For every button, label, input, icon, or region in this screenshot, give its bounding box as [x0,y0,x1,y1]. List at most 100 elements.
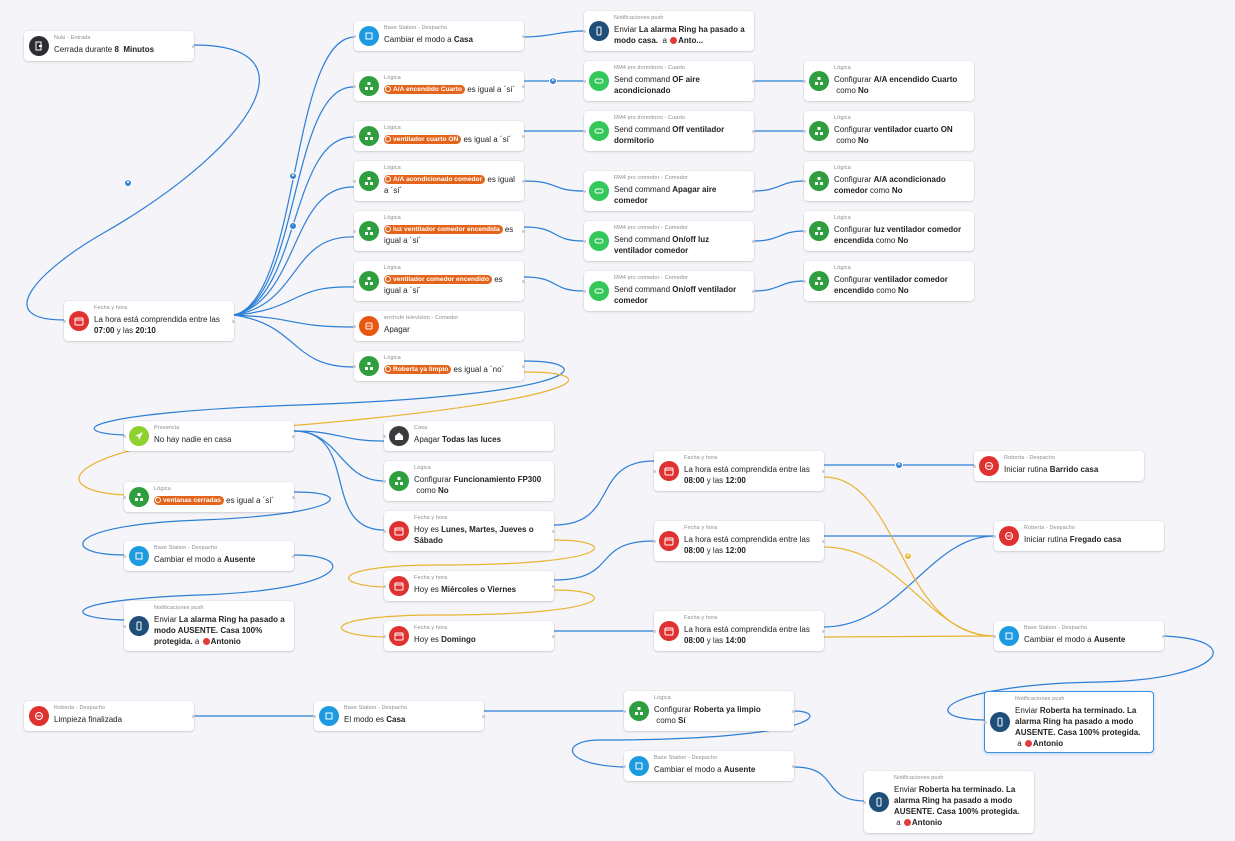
condition-logic-luz-ventilador[interactable]: Lógica luz ventilador comedor encendida … [353,211,525,251]
wire-delete-button[interactable]: × [289,172,297,180]
action-config-roberta[interactable]: Lógica Configurar Roberta ya limpio como… [623,691,795,731]
input-port[interactable] [383,435,386,438]
action-config-luz-ventilador[interactable]: Lógica Configurar luz ventilador comedor… [803,211,974,251]
output-port[interactable] [192,715,195,718]
action-rutina-barrido[interactable]: Roberta - Despacho Iniciar rutina Barrid… [973,451,1144,481]
action-base-station-casa[interactable]: Base Station - Despacho Cambiar el modo … [353,21,525,51]
condition-time-0800-1200-b[interactable]: Fecha y hora La hora está comprendida en… [653,521,825,561]
action-base-station-ausente-2[interactable]: Base Station - Despacho Cambiar el modo … [993,621,1165,651]
output-port[interactable] [522,35,525,38]
input-port[interactable] [803,230,806,233]
input-port[interactable] [993,635,996,638]
condition-logic-ac-comedor[interactable]: Lógica A/A acondicionado comedor es igua… [353,161,525,201]
output-port[interactable] [822,540,825,543]
input-port[interactable] [63,320,66,323]
output-port[interactable] [552,635,555,638]
input-port[interactable] [623,710,626,713]
condition-presencia[interactable]: Presencia No hay nadie en casa [123,421,295,451]
output-port[interactable] [522,85,525,88]
wire-delete-button[interactable]: × [895,461,903,469]
output-port[interactable] [822,470,825,473]
action-rm4-comedor-aire[interactable]: RM4 pro comedor - Comedor Send command A… [583,171,755,211]
action-base-station-ausente-3[interactable]: Base Station - Despacho Cambiar el modo … [623,751,795,781]
condition-time-range[interactable]: Fecha y hora La hora está comprendida en… [63,301,235,341]
condition-logic-ac-cuarto[interactable]: Lógica A/A encendido Cuarto es igual a ´… [353,71,525,101]
output-port[interactable] [522,280,525,283]
output-port[interactable] [292,496,295,499]
condition-dias-mv[interactable]: Fecha y hora Hoy es Miércoles o Viernes [383,571,555,601]
input-port[interactable] [583,30,586,33]
output-port[interactable] [522,230,525,233]
action-rm4-cuarto-vent[interactable]: RM4 pro dormitorio - Cuarto Send command… [583,111,755,151]
input-port[interactable] [653,470,656,473]
input-port[interactable] [803,180,806,183]
action-enchufe-tv[interactable]: enchufe television - Comedor Apagar [353,311,524,341]
output-port[interactable] [752,130,755,133]
input-port[interactable] [383,530,386,533]
action-push-roberta[interactable]: Notificaciones push Enviar Roberta ha te… [863,771,1034,833]
output-port[interactable] [752,190,755,193]
action-rutina-fregado[interactable]: Roberta - Despacho Iniciar rutina Fregad… [993,521,1164,551]
input-port[interactable] [583,290,586,293]
output-port[interactable] [482,715,485,718]
action-push-roberta-selected[interactable]: Notificaciones push Enviar Roberta ha te… [984,691,1154,753]
condition-time-0800-1400[interactable]: Fecha y hora La hora está comprendida en… [653,611,825,651]
action-config-vent-cuarto[interactable]: Lógica Configurar ventilador cuarto ON c… [803,111,974,151]
output-port[interactable] [792,710,795,713]
input-port[interactable] [123,496,126,499]
action-push-casa[interactable]: Notificaciones push Enviar La alarma Rin… [583,11,754,51]
input-port[interactable] [383,635,386,638]
input-port[interactable] [583,130,586,133]
output-port[interactable] [292,555,295,558]
action-config-ac-cuarto[interactable]: Lógica Configurar A/A encendido Cuarto c… [803,61,974,101]
input-port[interactable] [353,325,356,328]
output-port[interactable] [752,80,755,83]
output-port[interactable] [792,765,795,768]
action-rm4-luz-ventilador[interactable]: RM4 pro comedor - Comedor Send command O… [583,221,755,261]
action-base-station-ausente[interactable]: Base Station - Despacho Cambiar el modo … [123,541,295,571]
trigger-roberta-limpieza[interactable]: Roberta - Despacho Limpieza finalizada [24,701,195,731]
condition-base-station-casa[interactable]: Base Station - Despacho El modo es Casa [313,701,485,731]
action-rm4-cuarto-aire[interactable]: RM4 pro dormitorio - Cuarto Send command… [583,61,755,101]
input-port[interactable] [123,625,126,628]
wire-delete-button[interactable]: × [549,77,557,85]
input-port[interactable] [653,540,656,543]
wire-delete-button[interactable]: · [289,222,297,230]
input-port[interactable] [353,85,356,88]
output-port[interactable] [522,135,525,138]
input-port[interactable] [123,555,126,558]
input-port[interactable] [383,480,386,483]
input-port[interactable] [583,240,586,243]
input-port[interactable] [803,280,806,283]
output-port[interactable] [522,365,525,368]
input-port[interactable] [863,801,866,804]
input-port[interactable] [353,135,356,138]
trigger-nuki-door[interactable]: Nuki - Entrada Cerrada durante 8 Minutos [24,31,195,61]
input-port[interactable] [313,715,316,718]
output-port[interactable] [292,435,295,438]
condition-dias-domingo[interactable]: Fecha y hora Hoy es Domingo [383,621,555,651]
action-casa-luces[interactable]: Casa Apagar Todas las luces [383,421,554,451]
input-port[interactable] [803,80,806,83]
input-port[interactable] [353,280,356,283]
input-port[interactable] [973,465,976,468]
input-port[interactable] [353,180,356,183]
input-port[interactable] [993,535,996,538]
input-port[interactable] [353,230,356,233]
condition-time-0800-1200-a[interactable]: Fecha y hora La hora está comprendida en… [653,451,825,491]
input-port[interactable] [353,365,356,368]
input-port[interactable] [123,435,126,438]
condition-logic-vent-cuarto[interactable]: Lógica ventilador cuarto ON es igual a ´… [353,121,525,151]
condition-dias-lmjs[interactable]: Fecha y hora Hoy es Lunes, Martes, Jueve… [383,511,555,551]
condition-logic-ventanas[interactable]: Lógica ventanas cerradas es igual a ´sí´ [123,482,295,512]
action-config-vent-comedor[interactable]: Lógica Configurar ventilador comedor enc… [803,261,974,301]
action-config-fp300[interactable]: Lógica Configurar Funcionamiento FP300 c… [383,461,554,501]
output-port[interactable] [192,45,195,48]
action-push-ausente[interactable]: Notificaciones push Enviar La alarma Rin… [123,601,294,651]
input-port[interactable] [583,80,586,83]
output-port[interactable] [552,530,555,533]
output-port[interactable] [752,240,755,243]
output-port[interactable] [552,585,555,588]
output-port[interactable] [822,630,825,633]
